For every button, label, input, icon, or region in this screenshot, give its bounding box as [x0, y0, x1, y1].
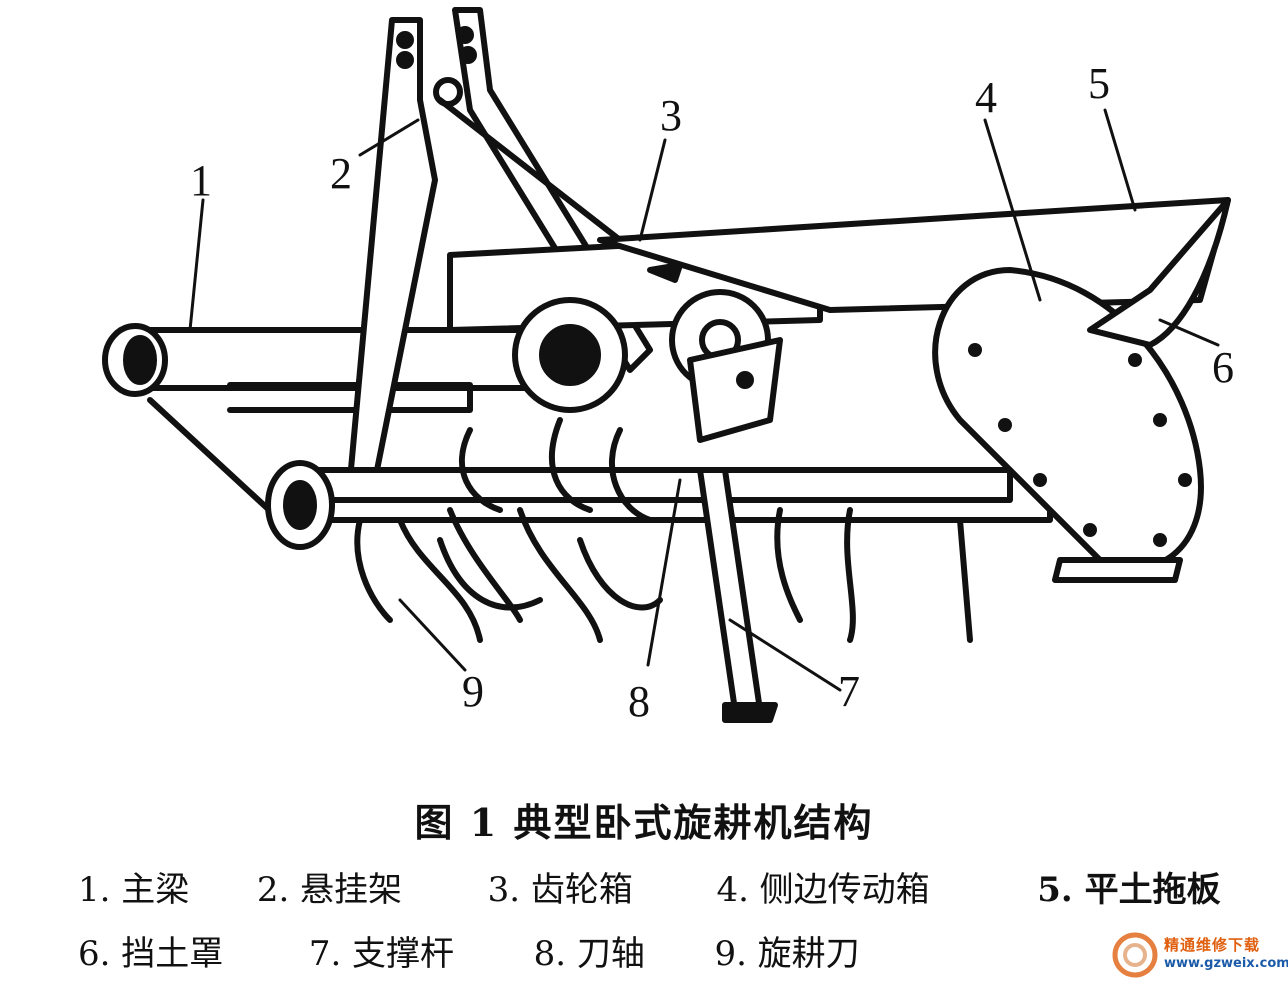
callout-1: 1 [190, 156, 212, 205]
watermark-url: www.gzweix.com [1164, 956, 1288, 971]
legend-item-side-drive-box: 4. 侧边传动箱 [716, 870, 930, 910]
rotary-blades [354, 417, 973, 643]
watermark-logo-icon [1112, 932, 1158, 978]
callout-5: 5 [1088, 59, 1110, 108]
legend-item-rotor-shaft: 8. 刀轴 [533, 934, 645, 974]
legend-item-support-rod: 7. 支撑杆 [308, 934, 455, 974]
legend-item-main-beam: 1. 主梁 [78, 870, 190, 910]
legend-item-hitch-frame: 2. 悬挂架 [256, 870, 403, 910]
rotor-shaft [265, 460, 1013, 550]
callout-6: 6 [1212, 343, 1234, 392]
leveling-board [597, 197, 1231, 313]
support-rod [687, 337, 783, 723]
leader-lines [188, 108, 1220, 692]
callout-2: 2 [330, 149, 352, 198]
callout-4: 4 [975, 73, 997, 122]
watermark: 精通维修下载 www.gzweix.com [1112, 930, 1288, 980]
callout-numbers: 1 2 3 4 5 6 7 8 9 [190, 59, 1234, 726]
legend-item-rotary-blade: 9. 旋耕刀 [714, 934, 860, 974]
callout-9: 9 [462, 667, 484, 716]
rotary-tiller-diagram: 1 2 3 4 5 6 7 8 9 [102, 7, 1234, 726]
legend-row-1: 1. 主梁 2. 悬挂架 3. 齿轮箱 4. 侧边传动箱 5. 平土拖板 [78, 862, 1221, 911]
callout-8: 8 [628, 677, 650, 726]
legend-item-leveling-board: 5. 平土拖板 [1037, 870, 1221, 910]
watermark-title: 精通维修下载 [1164, 936, 1261, 954]
callout-3: 3 [660, 91, 682, 140]
legend-row-2: 6. 挡土罩 7. 支撑杆 8. 刀轴 9. 旋耕刀 [78, 926, 860, 975]
figure-caption: 图 1 典型卧式旋耕机结构 [414, 800, 874, 845]
callout-7: 7 [838, 667, 860, 716]
legend-item-gearbox: 3. 齿轮箱 [487, 870, 633, 910]
soil-guard [1087, 197, 1231, 348]
legend-item-soil-guard: 6. 挡土罩 [78, 934, 224, 974]
